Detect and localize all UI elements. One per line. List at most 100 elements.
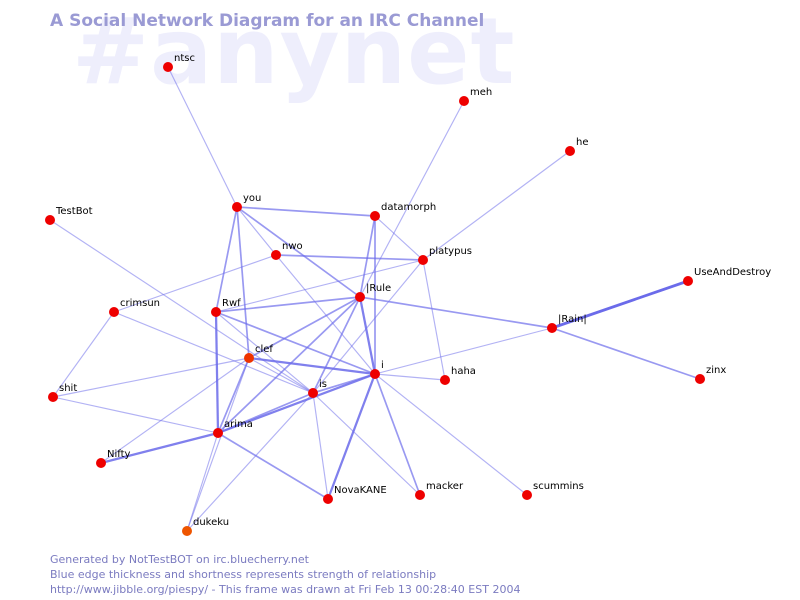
edge-clef-dukeku <box>186 357 250 532</box>
node-dot-rwf <box>211 307 221 317</box>
node-dot-i <box>370 369 380 379</box>
node-dot-datamorph <box>370 211 380 221</box>
edge-nwo-crimsun <box>113 254 277 313</box>
footer-generated-by: Generated by NotTestBOT on irc.bluecherr… <box>50 553 309 566</box>
node-nifty: Nifty <box>96 449 131 468</box>
node-dot-irule <box>355 292 365 302</box>
edge-arima-nifty <box>100 431 219 465</box>
node-label-rwf: Rwf <box>222 298 241 309</box>
edge-platypus-haha <box>422 259 446 381</box>
edge-meh-irule <box>359 100 465 298</box>
node-label-scummins: scummins <box>533 481 584 492</box>
edge-arima-novakane <box>217 432 329 500</box>
node-label-zinx: zinx <box>706 365 726 376</box>
node-dukeku: dukeku <box>182 517 229 536</box>
edge-shit-crimsun <box>52 311 115 398</box>
node-arima: arima <box>213 419 253 438</box>
node-dot-testbot <box>45 215 55 225</box>
node-label-testbot: TestBot <box>55 206 93 217</box>
edges-layer <box>49 66 701 532</box>
node-label-novakane: NovaKANE <box>334 485 387 496</box>
node-rain: |Rain| <box>547 314 587 333</box>
edge-i-novakane <box>326 373 377 500</box>
node-label-is: is <box>319 379 327 390</box>
edge-crimsun-is <box>113 311 314 394</box>
node-label-dukeku: dukeku <box>193 517 229 528</box>
node-meh: meh <box>459 87 492 106</box>
edge-irule-clef <box>248 296 361 359</box>
edge-i-scummins <box>374 373 528 496</box>
node-dot-nifty <box>96 458 106 468</box>
node-dot-platypus <box>418 255 428 265</box>
node-haha: haha <box>440 366 476 385</box>
edge-clef-nifty <box>100 357 250 464</box>
node-dot-rain <box>547 323 557 333</box>
node-zinx: zinx <box>695 365 726 384</box>
edge-irule-is <box>312 296 361 394</box>
edge-platypus-rwf <box>215 259 424 313</box>
node-label-ntsc: ntsc <box>174 53 195 64</box>
edge-rwf-is <box>215 311 314 394</box>
node-dot-nwo <box>271 250 281 260</box>
node-label-crimsun: crimsun <box>120 298 160 309</box>
node-ntsc: ntsc <box>163 53 195 72</box>
footer-source-link[interactable]: http://www.jibble.org/piespy/ - This fra… <box>50 583 521 596</box>
edge-rain-zinx <box>551 327 701 380</box>
node-label-haha: haha <box>451 366 476 377</box>
edge-ntsc-you <box>167 66 238 208</box>
node-dot-scummins <box>522 490 532 500</box>
edge-is-arima <box>217 392 314 434</box>
node-nwo: nwo <box>271 241 303 260</box>
node-label-irule: |Rule <box>366 283 391 294</box>
edge-you-clef <box>236 206 250 359</box>
edge-irule-rain <box>359 296 553 329</box>
node-dot-haha <box>440 375 450 385</box>
edge-rain-useanddestroy <box>551 279 689 330</box>
channel-watermark: #anynet <box>72 0 516 105</box>
node-label-datamorph: datamorph <box>381 202 436 213</box>
diagram-title: A Social Network Diagram for an IRC Chan… <box>50 11 485 31</box>
node-useanddestroy: UseAndDestroy <box>683 267 771 286</box>
node-is: is <box>308 379 327 398</box>
footer: Generated by NotTestBOT on irc.bluecherr… <box>50 552 520 597</box>
edge-irule-rwf <box>215 296 361 313</box>
node-dot-useanddestroy <box>683 276 693 286</box>
node-label-clef: clef <box>255 344 273 355</box>
node-label-meh: meh <box>470 87 492 98</box>
node-macker: macker <box>415 481 464 500</box>
edge-is-macker <box>312 392 421 496</box>
node-you: you <box>232 193 261 212</box>
edge-clef-shit <box>52 357 250 398</box>
edge-you-irule <box>236 206 361 298</box>
edge-you-rwf <box>215 206 238 313</box>
edge-rain-i <box>374 327 553 375</box>
node-dot-novakane <box>323 494 333 504</box>
node-crimsun: crimsun <box>109 298 160 317</box>
node-rwf: Rwf <box>211 298 241 317</box>
edge-he-platypus <box>422 150 571 261</box>
node-dot-crimsun <box>109 307 119 317</box>
edge-you-nwo <box>236 206 277 256</box>
edge-is-dukeku <box>186 392 314 532</box>
edge-i-macker <box>374 373 421 496</box>
node-label-arima: arima <box>224 419 253 430</box>
edge-nwo-platypus <box>275 254 424 261</box>
node-datamorph: datamorph <box>370 202 436 221</box>
node-dot-arima <box>213 428 223 438</box>
node-label-shit: shit <box>59 383 77 394</box>
edge-i-is <box>312 373 376 394</box>
node-i: i <box>370 360 384 379</box>
node-label-nwo: nwo <box>282 241 303 252</box>
node-dot-you <box>232 202 242 212</box>
node-label-nifty: Nifty <box>107 449 131 460</box>
node-scummins: scummins <box>522 481 584 500</box>
node-dot-dukeku <box>182 526 192 536</box>
node-he: he <box>565 137 589 156</box>
node-label-macker: macker <box>426 481 464 492</box>
node-dot-ntsc <box>163 62 173 72</box>
node-dot-macker <box>415 490 425 500</box>
edge-shit-arima <box>52 396 219 434</box>
node-clef: clef <box>244 344 273 363</box>
